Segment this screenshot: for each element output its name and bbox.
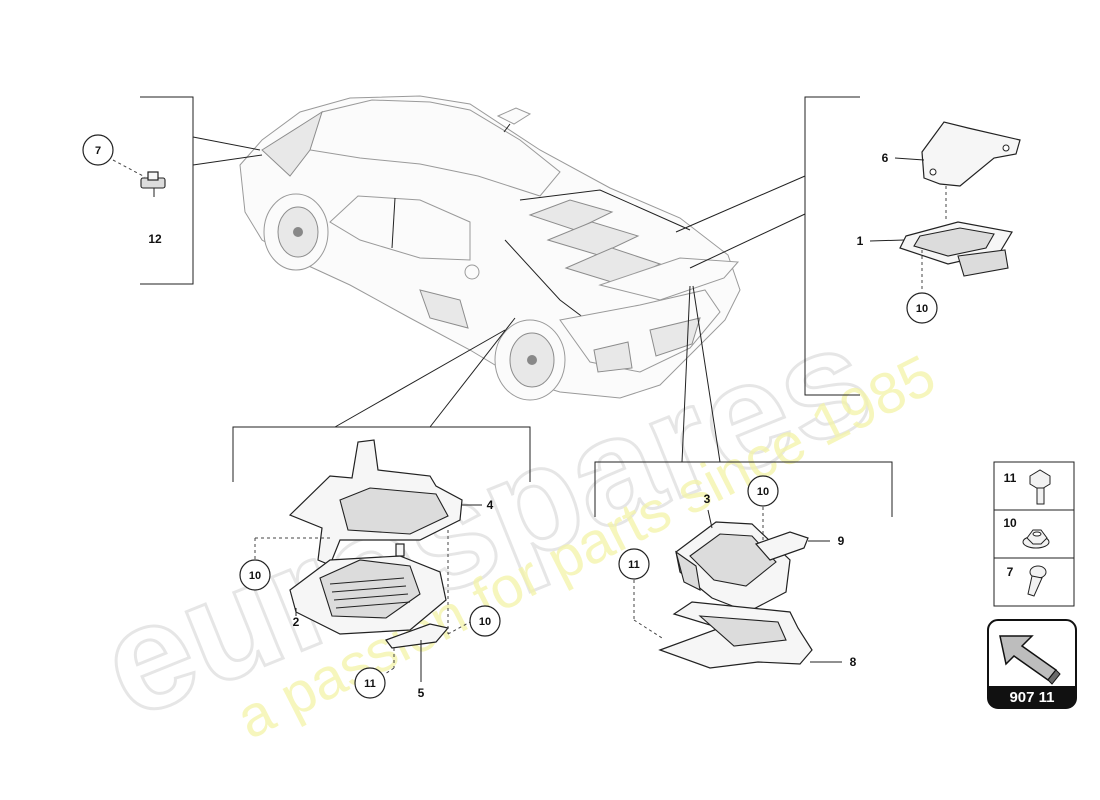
legend-row-11[interactable]: 11 <box>1004 469 1051 505</box>
flange-nut-icon <box>1022 529 1050 549</box>
control-unit-part-1[interactable] <box>899 221 1013 277</box>
control-unit-part-3[interactable] <box>675 521 791 613</box>
callout-7-sensor[interactable]: 7 <box>82 134 114 166</box>
svg-text:10: 10 <box>757 486 769 498</box>
direction-arrow-icon <box>999 635 1061 685</box>
svg-text:11: 11 <box>1004 471 1017 485</box>
car-illustration <box>239 95 741 401</box>
group-bottom-left: 4 2 5 10 10 11 <box>232 317 531 700</box>
label-3: 3 <box>704 492 711 506</box>
mounting-plate-part-8[interactable] <box>658 601 813 669</box>
svg-text:7: 7 <box>1007 565 1014 579</box>
callout-10-bottom-right[interactable]: 10 <box>747 475 779 507</box>
label-1: 1 <box>857 234 864 248</box>
sensor-part-12[interactable] <box>140 171 166 197</box>
label-5: 5 <box>418 686 425 700</box>
label-9: 9 <box>838 534 845 548</box>
label-6: 6 <box>882 151 889 165</box>
svg-text:10: 10 <box>479 616 491 628</box>
torx-screw-icon <box>1027 565 1047 597</box>
svg-text:10: 10 <box>916 303 928 315</box>
callout-10-bottom-left-b[interactable]: 10 <box>469 605 501 637</box>
diagram-code: 907 11 <box>1009 689 1054 706</box>
svg-text:11: 11 <box>628 559 640 571</box>
svg-text:7: 7 <box>95 145 101 157</box>
svg-text:11: 11 <box>364 678 376 690</box>
callout-10-top-right[interactable]: 10 <box>906 292 938 324</box>
bracket-part-9[interactable] <box>754 531 809 561</box>
diagram-code-box: 907 11 <box>987 619 1077 709</box>
fastener-legend: 11 10 7 <box>993 461 1075 607</box>
label-4: 4 <box>487 498 494 512</box>
label-2: 2 <box>293 615 300 629</box>
legend-row-10[interactable]: 10 <box>1003 516 1050 549</box>
group-top-left: 7 12 <box>82 96 263 285</box>
callout-11-bottom-right[interactable]: 11 <box>618 548 650 580</box>
rear-wheel <box>494 319 566 401</box>
mounting-plate-part-4[interactable] <box>288 439 463 566</box>
label-12: 12 <box>148 232 162 246</box>
group-top-right: 6 1 10 <box>675 96 1021 396</box>
svg-text:10: 10 <box>249 570 261 582</box>
hex-bolt-icon <box>1029 469 1051 505</box>
front-wheel <box>263 193 329 271</box>
svg-text:10: 10 <box>1003 516 1017 530</box>
group-bottom-right: 3 9 10 8 11 <box>594 285 893 669</box>
label-8: 8 <box>850 655 857 669</box>
callout-11-bottom-left[interactable]: 11 <box>354 667 386 699</box>
bracket-part-5[interactable] <box>385 623 450 649</box>
callout-10-bottom-left-a[interactable]: 10 <box>239 559 271 591</box>
bracket-part-6[interactable] <box>921 121 1021 187</box>
control-unit-part-2[interactable] <box>289 543 447 635</box>
legend-row-7[interactable]: 7 <box>1007 565 1047 597</box>
